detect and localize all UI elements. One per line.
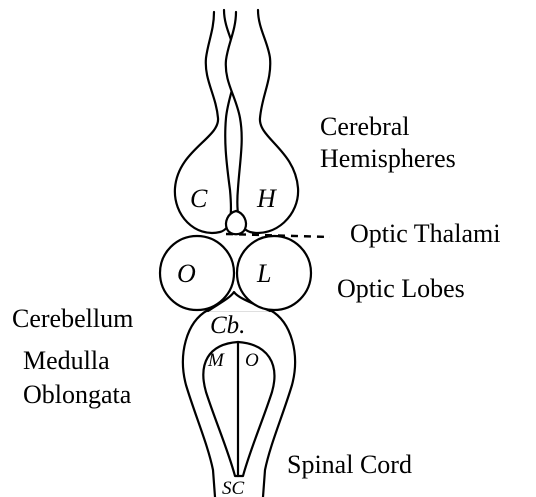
optic-thalami-label: Optic Thalami: [350, 219, 500, 248]
cerebellum-letters: Cb.: [210, 312, 245, 339]
medulla-left-letter: M: [207, 350, 225, 371]
optic-lobe-right-letter: L: [256, 259, 271, 288]
cerebral-label-line1: Cerebral: [320, 112, 410, 141]
optic-thalami-bulb: [226, 211, 246, 234]
cerebellum-label: Cerebellum: [12, 304, 133, 333]
optic-lobe-left-letter: O: [177, 259, 196, 288]
optic-lobe-right: [237, 236, 311, 310]
medulla-label-line1: Medulla: [23, 346, 110, 375]
medulla-label-line2: Oblongata: [23, 380, 132, 409]
optic-lobe-left: [160, 236, 234, 310]
hemisphere-right-letter: H: [256, 184, 277, 213]
medulla-right-letter: O: [245, 350, 259, 371]
optic-thalami-leader: [226, 234, 330, 237]
spinal-cord-label: Spinal Cord: [287, 450, 412, 479]
spinal-cord-letters: SC: [222, 478, 245, 497]
cerebral-label-line2: Hemispheres: [320, 144, 456, 173]
optic-lobes-label: Optic Lobes: [337, 274, 465, 303]
hemisphere-left-letter: C: [190, 184, 208, 213]
